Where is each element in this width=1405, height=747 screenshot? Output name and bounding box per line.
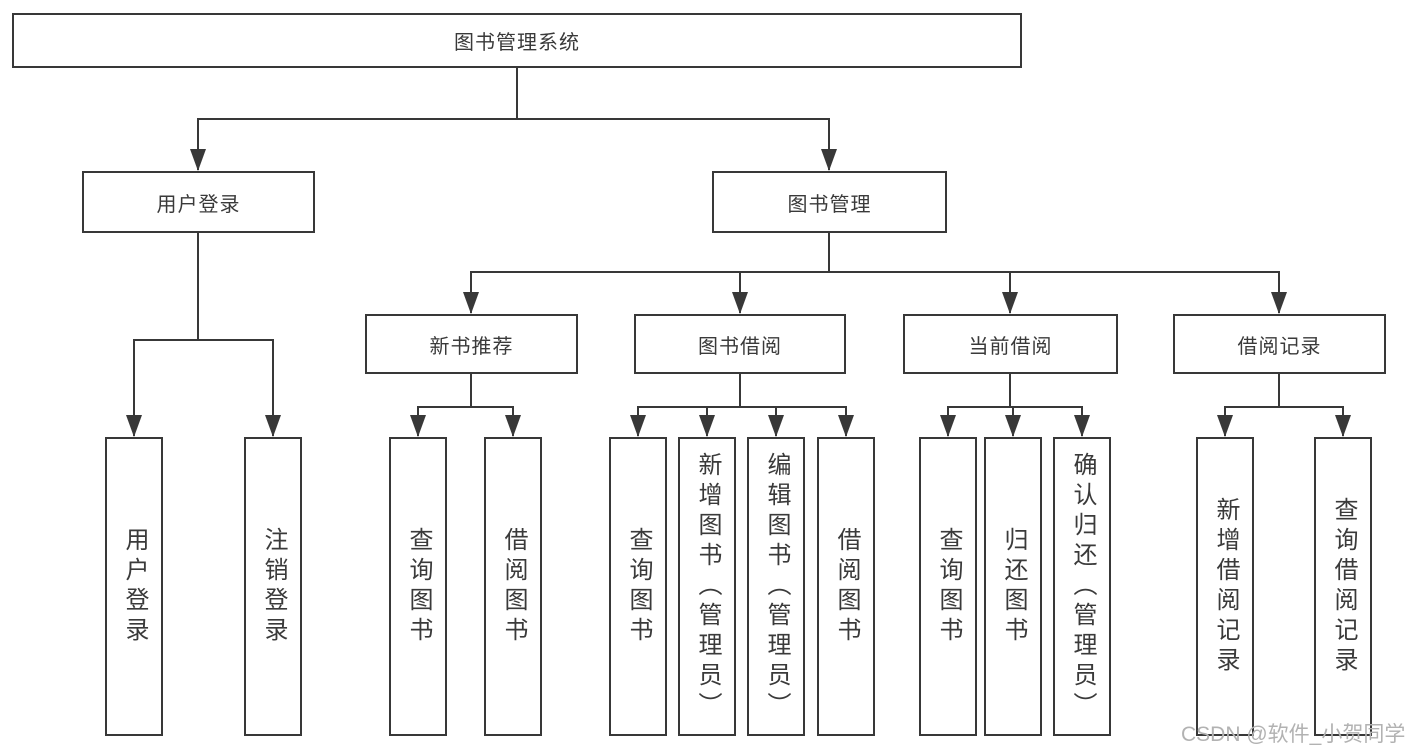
node-book-management: 图书管理 xyxy=(712,171,947,233)
node-current-borrow: 当前借阅 xyxy=(903,314,1118,374)
connector-current-to-leaves xyxy=(948,374,1082,408)
node-borrow-records: 借阅记录 xyxy=(1173,314,1386,374)
leaf-confirm-return: 确认归还（管理员） xyxy=(1053,437,1111,736)
node-book-borrow: 图书借阅 xyxy=(634,314,846,374)
leaf-user-login-label: 用户登录 xyxy=(121,526,148,647)
leaf-query-books-1: 查询图书 xyxy=(389,437,447,736)
leaf-add-borrow-record-label: 新增借阅记录 xyxy=(1212,496,1239,677)
leaf-edit-books-label: 编辑图书（管理员） xyxy=(763,451,790,722)
node-user-login: 用户登录 xyxy=(82,171,315,233)
connector-root-to-level2 xyxy=(198,68,829,120)
leaf-borrow-books-2: 借阅图书 xyxy=(817,437,875,736)
leaf-query-books-2-label: 查询图书 xyxy=(625,526,652,647)
leaf-query-borrow-record: 查询借阅记录 xyxy=(1314,437,1372,736)
node-root-label: 图书管理系统 xyxy=(454,32,580,54)
leaf-logout-label: 注销登录 xyxy=(260,526,287,647)
node-root: 图书管理系统 xyxy=(12,13,1022,68)
leaf-query-books-3: 查询图书 xyxy=(919,437,977,736)
node-new-book-recommend-label: 新书推荐 xyxy=(429,335,514,358)
leaf-query-books-2: 查询图书 xyxy=(609,437,667,736)
connector-management-to-level3 xyxy=(471,233,1279,273)
node-borrow-records-label: 借阅记录 xyxy=(1237,335,1322,358)
node-new-book-recommend: 新书推荐 xyxy=(365,314,578,374)
leaf-user-login: 用户登录 xyxy=(105,437,163,736)
leaf-query-borrow-record-label: 查询借阅记录 xyxy=(1330,496,1357,677)
leaf-borrow-books-1: 借阅图书 xyxy=(484,437,542,736)
leaf-confirm-return-label: 确认归还（管理员） xyxy=(1069,451,1096,722)
node-current-borrow-label: 当前借阅 xyxy=(968,335,1053,358)
leaf-return-books: 归还图书 xyxy=(984,437,1042,736)
connector-records-to-leaves xyxy=(1225,374,1343,408)
leaf-query-books-3-label: 查询图书 xyxy=(935,526,962,647)
leaf-borrow-books-2-label: 借阅图书 xyxy=(833,526,860,647)
leaf-add-books: 新增图书（管理员） xyxy=(678,437,736,736)
connector-recommend-to-leaves xyxy=(418,374,513,408)
leaf-return-books-label: 归还图书 xyxy=(1000,526,1027,647)
node-book-borrow-label: 图书借阅 xyxy=(698,335,782,358)
leaf-edit-books: 编辑图书（管理员） xyxy=(747,437,805,736)
connector-user-login-to-leaves xyxy=(134,233,273,341)
leaf-add-books-label: 新增图书（管理员） xyxy=(694,451,721,722)
csdn-watermark: CSDN @软件_小贺同学 xyxy=(1181,723,1405,746)
leaf-add-borrow-record: 新增借阅记录 xyxy=(1196,437,1254,736)
leaf-logout: 注销登录 xyxy=(244,437,302,736)
node-user-login-label: 用户登录 xyxy=(156,193,241,216)
leaf-borrow-books-1-label: 借阅图书 xyxy=(500,526,527,647)
connector-borrow-to-leaves xyxy=(638,374,846,408)
leaf-query-books-1-label: 查询图书 xyxy=(405,526,432,647)
node-book-management-label: 图书管理 xyxy=(787,193,872,216)
